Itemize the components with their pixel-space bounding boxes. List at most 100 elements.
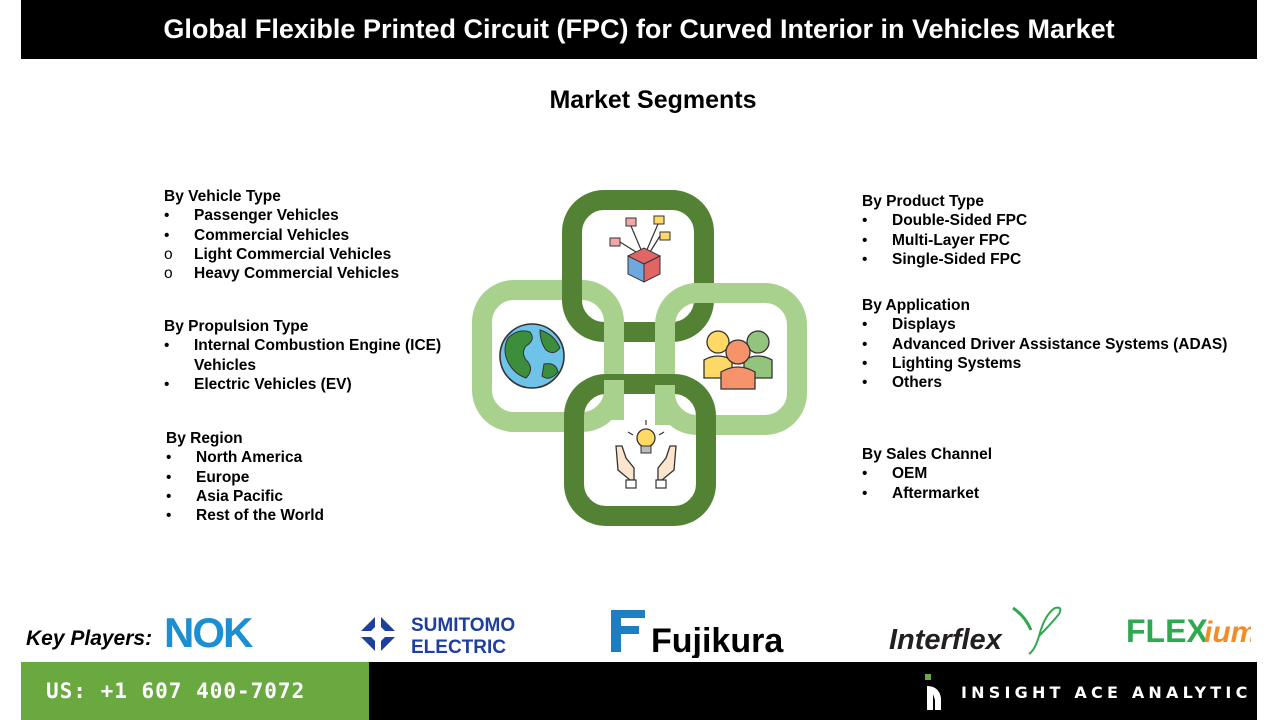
- ring-bottom: [564, 374, 716, 526]
- list-item: • Rest of the World: [166, 506, 324, 525]
- segment-heading: By Application: [862, 297, 970, 314]
- phone-number: US: +1 607 400-7072: [46, 679, 306, 703]
- list-item-label: Passenger Vehicles: [194, 207, 339, 225]
- list-item: • Lighting Systems: [862, 354, 1227, 373]
- list-item-label: Multi-Layer FPC: [892, 231, 1010, 249]
- list-item: • Asia Pacific: [166, 487, 324, 506]
- segment-list: • Double-Sided FPC • Multi-Layer FPC • Single…: [862, 211, 1027, 269]
- interflex-logo: Interflex: [889, 606, 1069, 658]
- svg-text:ELECTRIC: ELECTRIC: [411, 637, 506, 656]
- globe-icon: [499, 323, 565, 389]
- list-item: • Single-Sided FPC: [862, 250, 1027, 269]
- nok-logo: NOK: [164, 609, 270, 656]
- list-item-label: Internal Combustion Engine (ICE) Vehicle…: [194, 337, 442, 374]
- title-bar: Global Flexible Printed Circuit (FPC) fo…: [21, 0, 1257, 59]
- bullet: •: [862, 335, 868, 353]
- list-item: •Europe: [166, 468, 324, 487]
- segment-propulsion-type: By Propulsion Type • Internal Combustion …: [164, 317, 484, 394]
- bullet: •: [862, 250, 868, 268]
- bullet: •: [164, 226, 170, 244]
- hands-lightbulb-icon: [615, 420, 677, 489]
- segment-list: • Displays • Advanced Driver Assistance Sys…: [862, 315, 1227, 392]
- list-item: • North America: [166, 448, 324, 467]
- segment-vehicle-type: By Vehicle Type • Passenger Vehicles • Comm…: [164, 187, 399, 283]
- bullet: •: [862, 484, 868, 502]
- bullet: •: [862, 212, 868, 230]
- list-item-label: Single-Sided FPC: [892, 250, 1022, 268]
- page-title: Global Flexible Printed Circuit (FPC) fo…: [163, 14, 1115, 44]
- bullet: •: [166, 507, 172, 525]
- segment-region: By Region •North America•Europe•Asia Pac…: [166, 429, 324, 525]
- list-item: • Aftermarket: [862, 484, 992, 503]
- list-item: • Passenger Vehicles: [164, 206, 399, 225]
- list-item: • Multi-Layer FPC: [862, 231, 1027, 250]
- ring-left: [472, 280, 624, 432]
- list-item-label: Double-Sided FPC: [892, 212, 1028, 230]
- bullet: •: [862, 465, 868, 483]
- segment-list: • OEM • Aftermarket: [862, 464, 992, 503]
- list-item: •Internal Combustion Engine (ICE) Vehicl…: [164, 336, 484, 375]
- list-item-label: Electric Vehicles (EV): [194, 375, 352, 393]
- bullet: •: [862, 354, 868, 372]
- list-item: • Advanced Driver Assistance Systems (ADA…: [862, 335, 1227, 354]
- svg-text:SUMITOMO: SUMITOMO: [411, 615, 515, 636]
- list-item: • OEM: [862, 464, 992, 483]
- segment-product-type: By Product Type •Double-Sided FPC•Multi-…: [862, 192, 1027, 269]
- list-item: o Light Commercial Vehicles: [164, 245, 399, 264]
- phone-contact[interactable]: US: +1 607 400-7072: [21, 662, 369, 720]
- segment-application: By Application • Displays • Advanced Driver…: [862, 296, 1227, 392]
- bullet: •: [164, 375, 170, 393]
- list-item: • Displays: [862, 315, 1227, 334]
- list-item-label: Commercial Vehicles: [194, 226, 350, 244]
- bullet: •: [166, 449, 172, 467]
- svg-text:FLEX: FLEX: [1126, 613, 1208, 648]
- ring-top: [562, 190, 714, 342]
- people-group-icon: [703, 330, 773, 390]
- list-item: • Double-Sided FPC: [862, 211, 1027, 230]
- list-item-label: Asia Pacific: [196, 487, 284, 505]
- svg-text:Interflex: Interflex: [889, 624, 1004, 656]
- segment-list: • Internal Combustion Engine (ICE) Vehicl…: [164, 336, 484, 394]
- segment-heading: By Sales Channel: [862, 446, 993, 463]
- segment-heading: By Propulsion Type: [164, 318, 309, 335]
- network-cube-icon: [609, 215, 671, 283]
- key-players-label: Key Players:: [26, 627, 153, 650]
- list-item-label: Light Commercial Vehicles: [194, 245, 392, 263]
- svg-text:NOK: NOK: [164, 612, 253, 652]
- sumitomo-electric-logo: SUMITOMO ELECTRIC: [353, 612, 529, 658]
- interlocking-rings-graphic: [460, 180, 820, 540]
- list-item: • Others: [862, 373, 1227, 392]
- brand-logo: INSIGHT ACE ANALYTIC: [925, 672, 1252, 712]
- svg-text:Fujikura: Fujikura: [651, 622, 784, 658]
- flexium-logo: FLEX ium: [1126, 608, 1257, 649]
- fujikura-logo: Fujikura: [609, 606, 799, 660]
- section-subtitle: Market Segments: [549, 86, 757, 114]
- segment-sales-channel: By Sales Channel • OEM • Aftermarket: [862, 445, 992, 503]
- ring-right: [655, 283, 807, 435]
- list-item-label: Aftermarket: [892, 484, 980, 502]
- list-item-label: North America: [196, 449, 303, 467]
- list-item-label: Lighting Systems: [892, 354, 1022, 372]
- list-item-label: Advanced Driver Assistance Systems (ADAS…: [892, 335, 1228, 353]
- list-item-label: Displays: [892, 316, 956, 334]
- list-item: o Heavy Commercial Vehicles: [164, 264, 399, 283]
- segment-heading: By Vehicle Type: [164, 188, 281, 205]
- list-item-label: OEM: [892, 465, 928, 483]
- list-item-label: Heavy Commercial Vehicles: [194, 265, 400, 283]
- bullet: •: [862, 316, 868, 334]
- list-item-label: Rest of the World: [196, 507, 325, 525]
- svg-text:ium: ium: [1204, 616, 1251, 648]
- bullet: •: [862, 374, 868, 392]
- brand-name: INSIGHT ACE ANALYTIC: [961, 682, 1252, 702]
- bullet: o: [164, 265, 173, 283]
- list-item: • Electric Vehicles (EV): [164, 375, 484, 394]
- segment-list: •North America•Europe•Asia Pacific•Rest …: [166, 448, 324, 525]
- bullet: •: [166, 487, 172, 505]
- bullet: •: [166, 468, 172, 486]
- bullet: o: [164, 245, 173, 263]
- list-item-label: Others: [892, 374, 942, 392]
- bullet: •: [164, 207, 170, 225]
- bullet: •: [862, 231, 868, 249]
- brand-mark-icon: [925, 674, 941, 710]
